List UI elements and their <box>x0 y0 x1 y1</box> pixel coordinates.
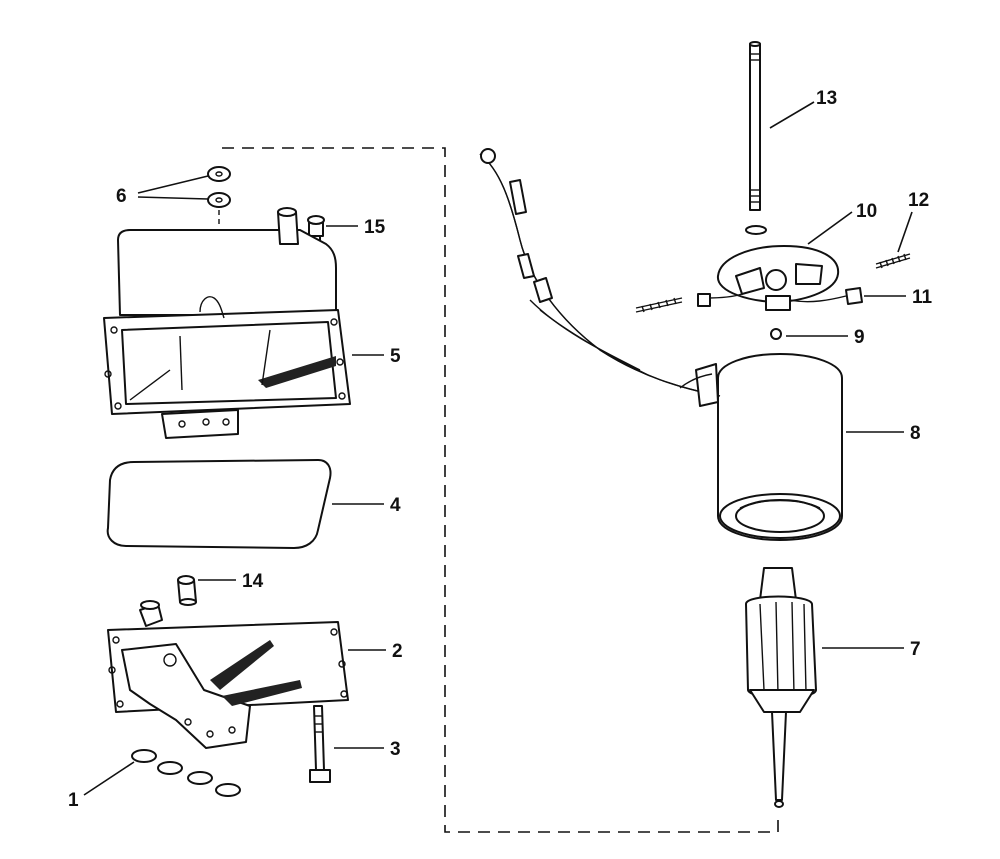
part-10-brush-plate <box>705 245 847 311</box>
leader-10 <box>807 211 853 245</box>
callout-3: 3 <box>390 739 401 760</box>
callout-9: 9 <box>854 327 865 348</box>
leader-lines <box>83 101 913 796</box>
assembly-dashed-line <box>222 147 779 833</box>
part-6-washers <box>207 166 231 228</box>
leader-13 <box>769 101 815 129</box>
callout-2: 2 <box>392 641 403 662</box>
callout-13: 13 <box>816 88 837 109</box>
part-14-bushing <box>177 575 197 606</box>
callout-12: 12 <box>908 190 929 211</box>
part-4-gasket <box>106 459 332 549</box>
part-7-armature <box>745 567 817 808</box>
callout-10: 10 <box>856 201 877 222</box>
part-2-base-housing <box>107 600 349 749</box>
part-1-orings <box>131 749 241 797</box>
part-11-connector <box>697 287 863 307</box>
callout-5: 5 <box>390 346 401 367</box>
part-8-field-frame <box>479 148 843 541</box>
part-12-springs <box>635 253 911 313</box>
callout-labels: 1 2 3 4 5 6 7 8 9 10 11 12 13 14 15 <box>68 88 933 811</box>
part-9-ball <box>770 328 782 340</box>
callout-1: 1 <box>68 790 79 811</box>
callout-8: 8 <box>910 423 921 444</box>
callout-14: 14 <box>242 571 264 592</box>
callout-4: 4 <box>390 495 401 516</box>
part-13-stud <box>745 41 767 235</box>
leader-6a <box>137 175 209 194</box>
callout-15: 15 <box>364 217 386 238</box>
callout-11: 11 <box>912 287 933 308</box>
leader-1 <box>83 761 135 796</box>
part-3-bolt <box>309 705 331 783</box>
leader-6b <box>137 196 209 200</box>
leader-12 <box>897 211 913 253</box>
callout-7: 7 <box>910 639 921 660</box>
callout-6: 6 <box>116 186 127 207</box>
part-5-housing-cover <box>103 207 351 439</box>
